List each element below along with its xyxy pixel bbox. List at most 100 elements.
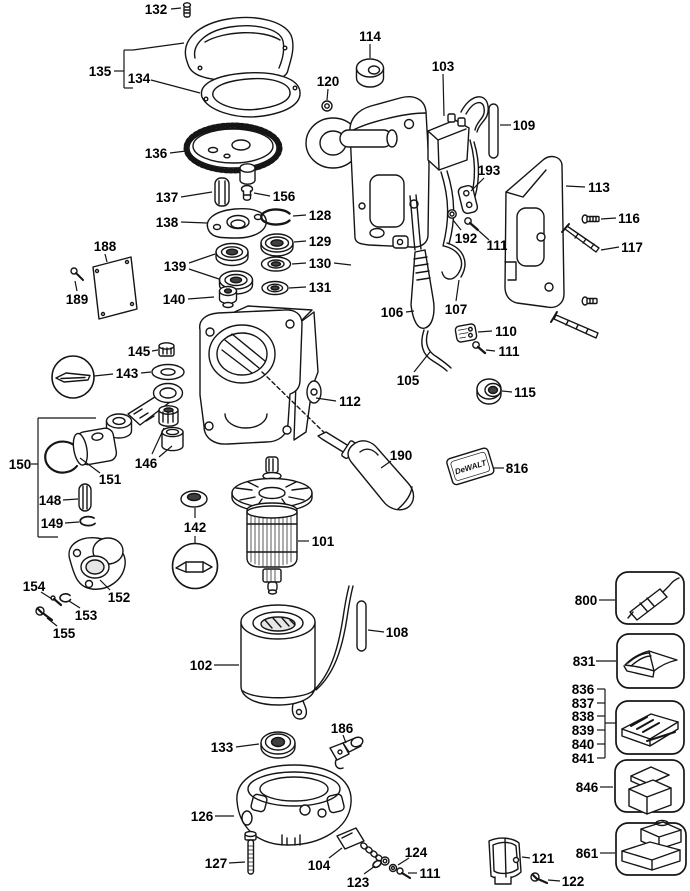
callout-841: 841 [572,751,595,766]
callout-103: 103 [432,59,455,74]
callout-153: 153 [75,608,98,623]
part-116-screw [581,214,600,224]
callout-121: 121 [532,851,555,866]
callout-150: 150 [9,457,32,472]
part-housing-left [305,96,430,249]
leader-line-127 [228,861,246,864]
part-112-gear-housing [199,305,339,447]
callout-136: 136 [145,146,168,161]
leader-line-146 [158,445,173,458]
leader-line-130 [291,262,307,265]
leader-line-192 [452,219,462,231]
callout-131: 131 [309,280,332,295]
callout-142: 142 [184,520,207,535]
callout-186: 186 [331,721,354,736]
leader-line-139 [188,253,216,264]
part-129-bearing [260,233,294,257]
leader-line-135 [132,42,185,51]
callout-111: 111 [498,344,520,359]
part-111-screw-b [472,341,487,355]
leader-line-123 [363,865,376,875]
part-115-grommet [476,378,502,405]
callout-128: 128 [309,208,332,223]
part-193-plate [457,184,479,215]
callout-152: 152 [108,590,131,605]
part-connecting-rod [105,382,184,439]
accessory-831-manual [616,633,685,689]
callout-137: 137 [156,190,179,205]
leader-line-layer [31,7,620,882]
leader-line-148 [62,498,79,501]
part-117-screw [561,223,600,253]
callout-149: 149 [41,516,64,531]
leader-line-129 [293,240,307,243]
part-122-screw [530,872,549,885]
callout-123: 123 [347,875,370,890]
leader-line-111 [485,349,496,352]
part-132-screw [182,2,192,18]
callout-154: 154 [23,579,46,594]
part-135-cover [184,16,294,83]
leader-line-105 [413,351,431,373]
callout-146: 146 [135,456,158,471]
callout-140: 140 [163,292,186,307]
leader-line-132 [170,7,182,10]
part-126-motor-housing [236,764,352,846]
part-127-screw [244,830,257,875]
part-192-nut [447,209,457,219]
part-152-flange [68,537,126,590]
leader-line-189 [74,280,78,292]
part-121-clip [488,837,522,885]
part-188-plate [92,256,138,320]
part-103-switch [427,96,489,171]
part-114-grommet [355,58,385,88]
part-131-washer [261,280,289,296]
leader-line-131 [288,286,307,289]
callout-133: 133 [211,740,234,755]
leader-line-110 [477,330,493,333]
callout-111: 111 [486,238,508,253]
part-140-cap [218,285,238,309]
part-139-bearings [215,242,254,295]
accessory-861-kit-box [615,819,687,876]
callout-193: 193 [478,163,501,178]
callout-107: 107 [445,302,468,317]
leader-line-137 [180,191,213,198]
leader-line-139 [188,268,220,280]
callout-139: 139 [164,259,187,274]
part-186-brush-holder [329,736,364,770]
callout-838: 838 [572,709,595,724]
leader-line-152 [99,579,111,591]
leader-line-124 [397,857,410,866]
leader-line-115 [501,390,513,393]
part-145-nut [158,342,175,357]
leader-line-145 [151,349,159,352]
leader-line-120 [326,88,329,101]
detail-circle-142 [171,542,219,590]
leader-line-103 [442,73,445,117]
part-111-screw-a [464,217,480,232]
leader-line-121 [521,856,531,859]
leader-line-140 [187,296,215,300]
part-816-label: DeWALT [446,447,495,486]
callout-116: 116 [618,211,640,226]
part-189-screw [70,267,84,281]
part-106-strain-relief [410,249,435,329]
callout-816: 816 [506,461,529,476]
part-146-bushings [158,405,184,452]
leader-line-122 [547,879,561,882]
part-130-washer [260,256,292,272]
callout-106: 106 [381,305,404,320]
part-149-clip [79,515,96,527]
leader-line-186 [342,734,347,744]
leader-line-134 [150,79,201,94]
callout-134: 134 [128,71,151,86]
callout-846: 846 [576,780,599,795]
leader-line-116 [600,217,617,220]
callout-132: 132 [145,2,168,17]
detail-circle-143 [51,355,95,399]
part-148-pin [78,483,92,512]
part-102-field-coil [240,585,354,720]
accessory-846-box [614,759,685,815]
callout-143: 143 [116,366,139,381]
